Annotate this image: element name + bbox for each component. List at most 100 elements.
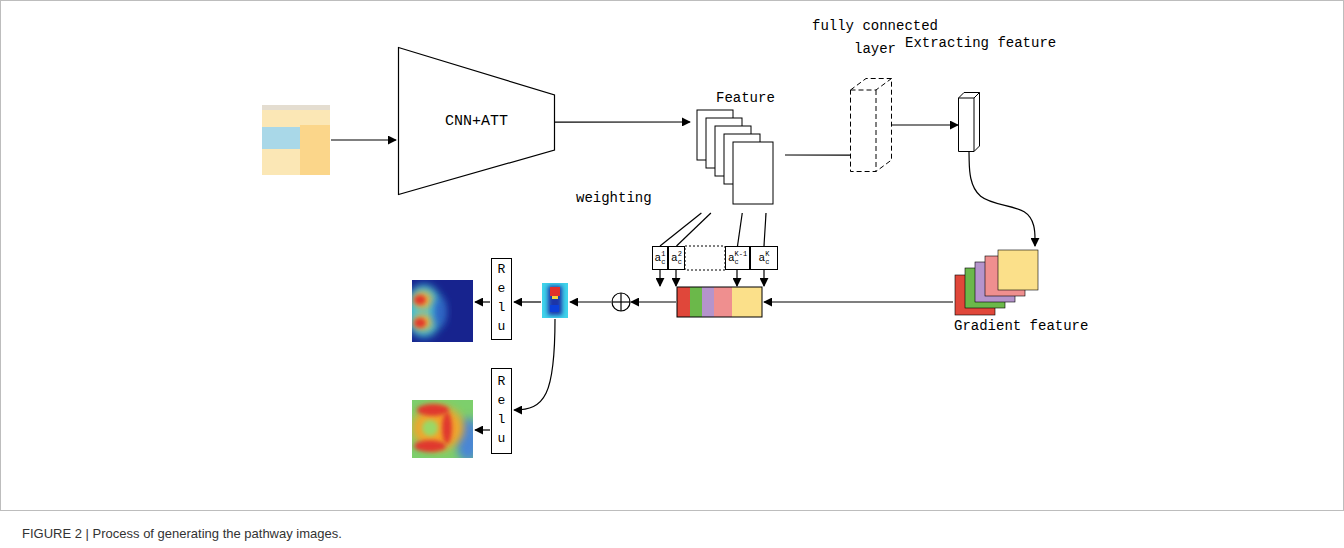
network-block: CNN+ATT: [398, 47, 555, 195]
index-pair: 2c: [678, 250, 682, 266]
node-text: c: [678, 258, 682, 266]
node-text: c: [661, 258, 665, 266]
feature-map: [733, 142, 773, 204]
node-outline: [958, 92, 980, 152]
node-text: Relu: [495, 261, 508, 336]
node-outline: [850, 78, 892, 172]
node-text: a: [759, 253, 766, 264]
image-ground: [262, 105, 330, 175]
weight-symbol: aK-1c: [728, 250, 747, 266]
node-text: c: [735, 258, 748, 266]
slab-outline: [959, 93, 980, 152]
connector: [764, 213, 766, 246]
feature-stack: Feature: [690, 88, 785, 213]
bar-cell: [690, 287, 702, 317]
heatmap-image: [412, 400, 473, 458]
slab-outline: [851, 79, 892, 172]
node-text: K-1: [735, 250, 748, 258]
gradient-map: [998, 250, 1038, 290]
node-text: a: [671, 253, 678, 264]
flow-arrow: [736, 270, 737, 286]
bar-outline: [677, 287, 762, 317]
sum-circle: [612, 293, 630, 311]
input-image: [262, 105, 330, 175]
connector: [785, 154, 850, 155]
node-outline: [690, 88, 785, 213]
weight-box: aKc: [750, 246, 778, 270]
node-text: Extracting feature: [905, 32, 1105, 55]
flow-arrow: [475, 301, 490, 302]
heat-blob: [550, 305, 559, 312]
flow-arrow: [331, 139, 396, 140]
node-text: Gradient feature: [954, 318, 1088, 334]
node-text: a: [728, 253, 735, 264]
bar-cell: [702, 287, 714, 317]
weight-symbol: a1c: [655, 250, 666, 266]
connector: [969, 152, 1035, 246]
trapezoid-outline: [399, 48, 555, 195]
gradient-stack: Gradient feature: [950, 246, 1050, 341]
connector: [555, 121, 690, 122]
sum-cross: [620, 293, 621, 311]
node-text: Feature: [716, 90, 775, 106]
heat-blob: [413, 291, 433, 309]
bar-cell: [714, 287, 732, 317]
node-text: c: [765, 258, 769, 266]
connector: [892, 124, 958, 125]
heat-blob: [417, 404, 449, 416]
weight-box: aK-1c: [725, 246, 750, 270]
heat-blob: [414, 318, 426, 328]
node-text: CNN+ATT: [445, 113, 508, 130]
figure-caption: FIGURE 2 | Process of generating the pat…: [22, 526, 342, 541]
figure-frame: [1, 1, 1344, 511]
heat-blob: [422, 420, 438, 436]
heat-blob: [548, 286, 562, 315]
flow-arrow: [763, 270, 764, 286]
weight-symbol: aKc: [759, 250, 770, 266]
heat-blob: [442, 412, 452, 444]
bar-cell: [677, 287, 690, 317]
node-text: 1: [661, 250, 665, 258]
small-heatmap: [542, 283, 568, 318]
connector: [677, 213, 711, 246]
heatmap-image: [412, 280, 473, 342]
heat-blob: [434, 298, 446, 326]
node-text: Relu: [495, 373, 508, 448]
flow-arrow: [631, 301, 676, 302]
connector: [738, 213, 743, 246]
heat-ground: [542, 283, 568, 318]
bar-cell: [732, 287, 762, 317]
feature-vector: Extracting feature: [958, 92, 980, 152]
relu-box: Relu: [491, 368, 512, 454]
node-text: 2: [678, 250, 682, 258]
node-text: a: [655, 253, 662, 264]
flow-arrow: [514, 319, 555, 410]
flow-arrow: [764, 301, 953, 302]
dotted-weight-box: [685, 246, 725, 270]
index-pair: Kc: [765, 250, 769, 266]
flow-arrow: [675, 270, 676, 286]
dense-layer: fully connected layer: [850, 78, 892, 172]
weight-symbol: a2c: [671, 250, 682, 266]
image-region: [262, 127, 300, 149]
heat-blob: [413, 314, 433, 330]
heat-blob: [414, 295, 426, 305]
node-text: K: [765, 250, 769, 258]
color-bar: [677, 287, 762, 317]
connector: [660, 213, 701, 246]
flow-arrow: [659, 270, 660, 286]
weight-box: a2c: [668, 246, 685, 270]
relu-box: Relu: [491, 258, 512, 340]
heat-blob: [414, 440, 446, 452]
weight-box: a1c: [652, 246, 668, 270]
flow-arrow: [475, 429, 490, 430]
index-pair: K-1c: [735, 250, 748, 266]
flow-arrow: [514, 301, 541, 302]
heat-blob: [550, 287, 560, 296]
index-pair: 1c: [661, 250, 665, 266]
image-strip: [262, 105, 330, 110]
dotted-box: [685, 246, 725, 270]
flow-arrow: [570, 301, 611, 302]
